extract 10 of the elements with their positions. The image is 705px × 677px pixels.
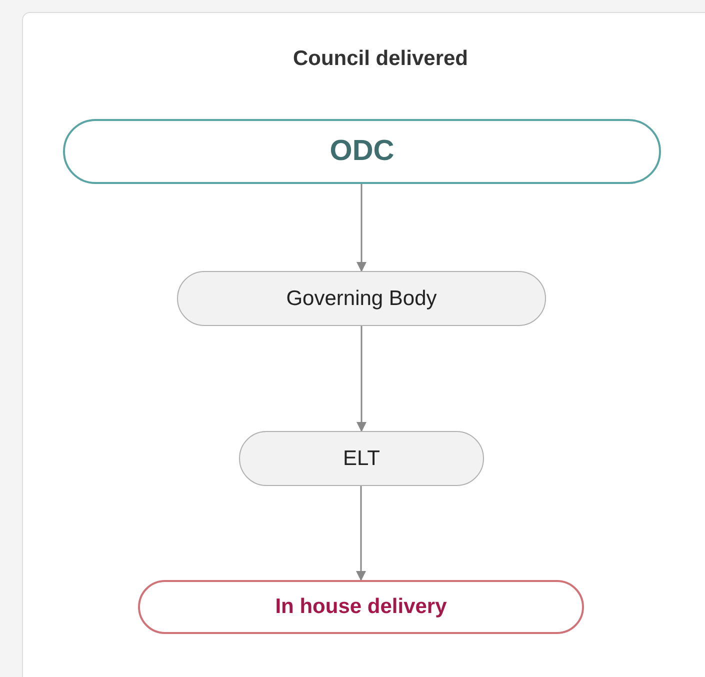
card-background: [22, 12, 705, 677]
arrow: [356, 184, 366, 272]
end-pill: [138, 580, 584, 634]
node-label: Governing Body: [286, 286, 437, 312]
node-label: ODC: [330, 134, 394, 169]
arrow: [356, 326, 366, 432]
panel-heading: Council delivered: [292, 46, 470, 72]
node-label: ELT: [343, 446, 380, 472]
arrow: [356, 486, 366, 581]
node-label: In house delivery: [275, 594, 447, 620]
